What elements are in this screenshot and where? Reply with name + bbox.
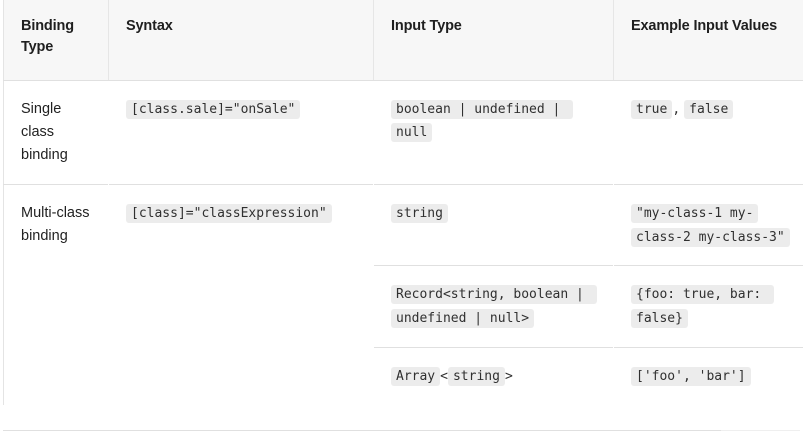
code-syntax: [class]="classExpression" <box>126 203 332 223</box>
code-example-value: "my-class-1 my-class-2 my-class-3" <box>631 203 790 247</box>
code-syntax: [class.sale]="onSale" <box>126 99 301 119</box>
cell-example-values: true, false <box>613 80 803 185</box>
cell-example-values: "my-class-1 my-class-2 my-class-3" <box>613 183 803 266</box>
code-example-value: ['foo', 'bar'] <box>631 366 751 386</box>
class-binding-reference-table: Binding Type Syntax Input Type Example I… <box>3 0 803 405</box>
table-body: Single class binding [class.sale]="onSal… <box>3 80 803 405</box>
table-header: Binding Type Syntax Input Type Example I… <box>3 0 803 81</box>
cell-binding-type: Single class binding <box>3 80 109 185</box>
table-row: Multi-class binding [class]="classExpres… <box>3 183 803 405</box>
code-input-type: Record<string, boolean | undefined | nul… <box>391 285 597 329</box>
cell-syntax: [class.sale]="onSale" <box>108 80 374 185</box>
cell-syntax: [class]="classExpression" <box>108 183 374 405</box>
angle-close-bracket: > <box>504 368 513 384</box>
code-input-type-array: Array <box>391 366 441 386</box>
table-row: Single class binding [class.sale]="onSal… <box>3 80 803 185</box>
table-bottom-border <box>3 430 721 431</box>
table-row: Record<string, boolean | undefined | nul… <box>4 265 803 348</box>
cell-input-type: string <box>373 183 614 266</box>
code-example-value: {foo: true, bar: false} <box>631 285 775 329</box>
code-input-type: boolean | undefined | null <box>391 99 574 143</box>
column-header-example-input-values: Example Input Values <box>613 0 803 81</box>
code-example-value-false: false <box>684 99 734 119</box>
cell-example-values: {foo: true, bar: false} <box>613 265 803 348</box>
column-header-input-type: Input Type <box>373 0 614 81</box>
table-bottom-border-right <box>721 430 800 431</box>
cell-input-type: Record<string, boolean | undefined | nul… <box>373 265 614 348</box>
table-header-row: Binding Type Syntax Input Type Example I… <box>3 0 803 81</box>
cell-example-values: ['foo', 'bar'] <box>613 346 803 405</box>
column-header-syntax: Syntax <box>108 0 374 81</box>
table-row: Array<string> ['foo', 'bar'] <box>4 346 803 405</box>
angle-open-bracket: < <box>440 368 448 384</box>
code-input-type-string: string <box>447 366 505 386</box>
code-input-type: string <box>391 203 448 223</box>
cell-input-type: Array<string> <box>373 346 614 405</box>
cell-binding-type: Multi-class binding <box>3 183 109 405</box>
code-example-value-true: true <box>631 99 673 119</box>
column-header-binding-type: Binding Type <box>3 0 109 81</box>
cell-input-type: boolean | undefined | null <box>373 80 614 185</box>
example-values-separator: , <box>672 101 681 117</box>
